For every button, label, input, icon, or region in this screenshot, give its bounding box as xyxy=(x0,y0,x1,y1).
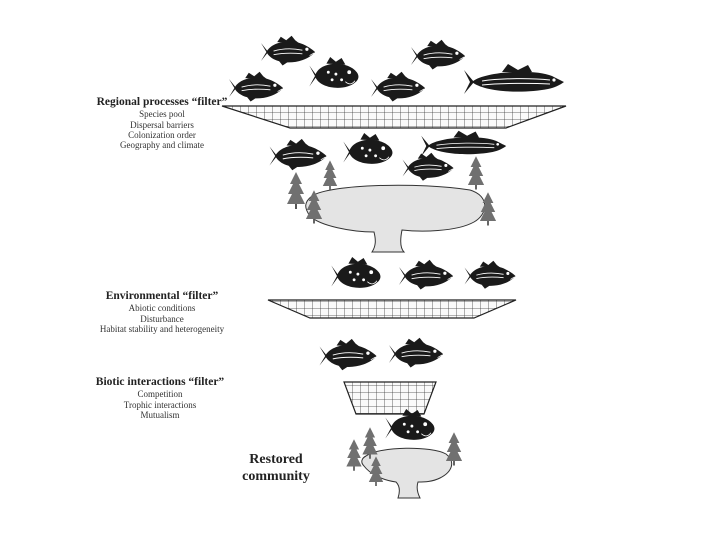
biotic-item-trophic: Trophic interactions xyxy=(123,399,197,410)
restored-line-2: community xyxy=(242,468,310,484)
pre-environmental-fish xyxy=(330,256,516,290)
biotic-filter-title: Biotic interactions “filter” xyxy=(95,376,225,388)
environmental-filter-title: Environmental “filter” xyxy=(105,290,219,302)
fish-icon xyxy=(269,138,327,171)
pond-shape xyxy=(361,447,453,499)
fish-icon xyxy=(370,71,426,102)
tree-icon xyxy=(287,172,305,209)
fish-icon xyxy=(464,260,516,290)
fish-icon xyxy=(228,71,284,102)
tree-icon xyxy=(362,427,378,459)
regional-item-colonization: Colonization order xyxy=(128,129,196,140)
fish-icon xyxy=(342,132,393,165)
regional-filter-title: Regional processes “filter” xyxy=(96,96,228,108)
environmental-filter-label: Environmental “filter” Abiotic condition… xyxy=(82,290,242,334)
tree-icon xyxy=(346,439,362,471)
restored-community-label: Restored community xyxy=(236,452,316,486)
environmental-filter-mesh xyxy=(267,299,517,319)
environmental-item-abiotic: Abiotic conditions xyxy=(128,303,196,314)
regional-filter-label: Regional processes “filter” Species pool… xyxy=(82,96,242,151)
regional-item-dispersal: Dispersal barriers xyxy=(130,119,194,130)
fish-icon xyxy=(398,259,454,290)
fish-icon xyxy=(308,56,359,89)
regional-filter-mesh xyxy=(221,105,567,129)
biotic-item-mutualism: Mutualism xyxy=(140,409,180,420)
biotic-item-competition: Competition xyxy=(137,389,183,400)
tree-icon xyxy=(445,432,463,466)
environmental-item-disturbance: Disturbance xyxy=(140,313,184,324)
fish-icon xyxy=(402,152,454,182)
biotic-filter-label: Biotic interactions “filter” Competition… xyxy=(84,376,236,420)
fish-icon xyxy=(463,63,565,95)
biotic-filter-mesh xyxy=(343,381,437,415)
tree-icon xyxy=(322,160,338,190)
fish-icon xyxy=(260,35,316,66)
regional-pond xyxy=(287,156,497,253)
species-pool-fish xyxy=(228,35,565,102)
restored-line-1: Restored xyxy=(249,452,303,467)
fish-icon xyxy=(319,338,377,371)
fish-icon xyxy=(410,39,466,70)
regional-item-species-pool: Species pool xyxy=(139,109,185,120)
tree-icon xyxy=(467,156,485,190)
fish-icon xyxy=(330,256,381,289)
post-environmental-fish xyxy=(319,337,444,371)
fish-icon xyxy=(388,337,444,368)
pond-shape xyxy=(305,184,486,253)
regional-item-geography: Geography and climate xyxy=(120,140,204,151)
fish-icon xyxy=(420,130,507,157)
restored-pond xyxy=(346,427,463,499)
environmental-item-habitat: Habitat stability and heterogeneity xyxy=(99,323,225,334)
